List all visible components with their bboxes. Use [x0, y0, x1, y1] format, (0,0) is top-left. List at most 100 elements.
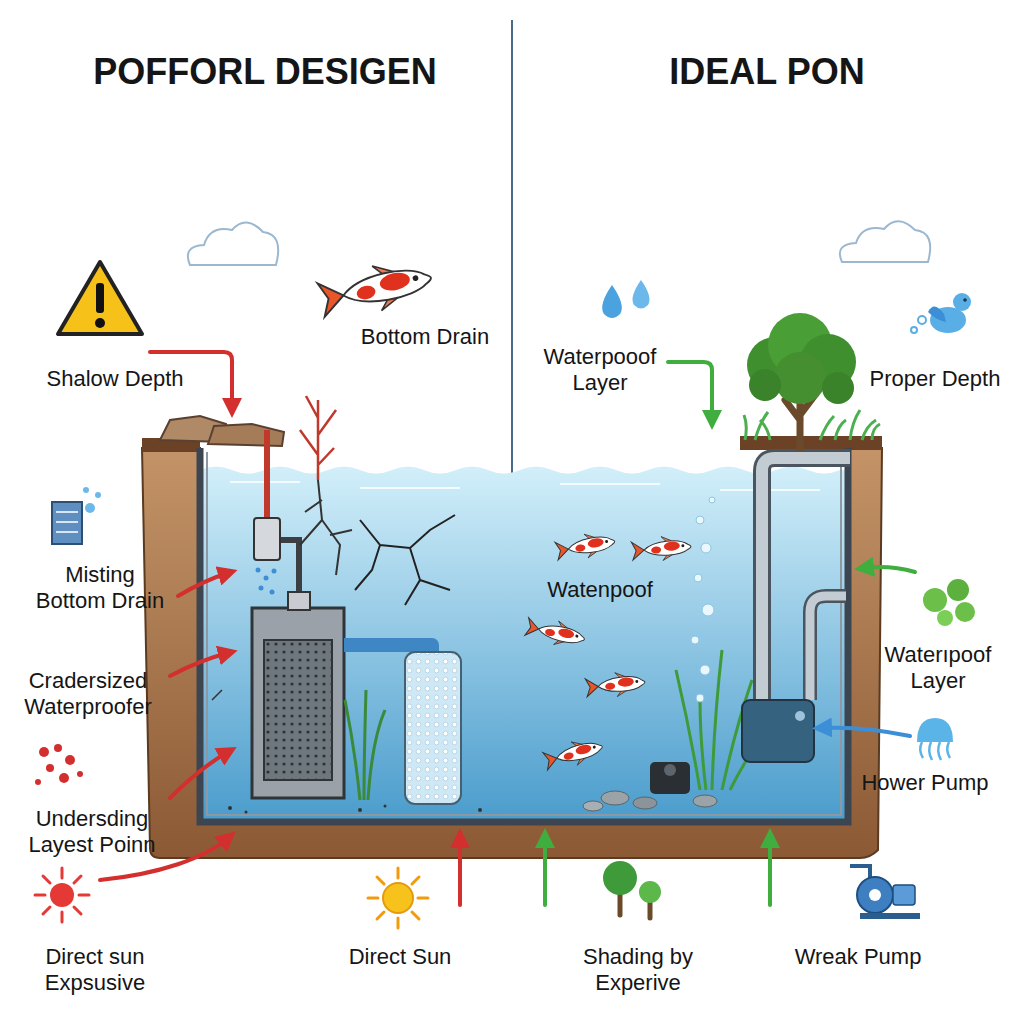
pond-plant [345, 690, 385, 800]
algae-icon [77, 771, 83, 777]
lily-pad-icon [923, 588, 947, 612]
koi-fish [631, 534, 692, 563]
filter-icon [95, 492, 101, 498]
dead-plant [300, 396, 336, 480]
filter-icon [85, 503, 95, 513]
jellyfish-icon [920, 742, 950, 760]
edge-stones [208, 424, 284, 446]
problem-arrow [458, 838, 462, 905]
pump-icon [857, 877, 893, 913]
liner-cracks [355, 515, 455, 605]
pump-pipes [810, 596, 846, 700]
pump-pipes [795, 711, 805, 721]
air-bubbles [694, 574, 702, 582]
pump-pipes [762, 458, 850, 700]
air-bubbles [701, 543, 711, 553]
callout-label: Undersding Layest Poinn [22, 806, 162, 859]
soil-bank [142, 436, 882, 858]
sun-icon [383, 883, 413, 913]
bottom-drain-pipe [270, 590, 275, 595]
jellyfish-icon [917, 718, 953, 742]
pond-water [200, 467, 848, 823]
air-bubbles [691, 636, 699, 644]
bird-icon [963, 298, 967, 302]
cloud [188, 222, 278, 265]
lily-pad-icon [937, 610, 953, 626]
algae-icon [59, 773, 69, 783]
koi-fish [554, 529, 616, 563]
pond-liner [200, 448, 848, 822]
jellyfish-icon [917, 718, 953, 760]
pond-liner [207, 452, 841, 815]
filter-icon [52, 487, 101, 544]
solution-arrow [543, 838, 547, 905]
koi-fish [316, 255, 435, 323]
pond-water [200, 467, 848, 823]
pump-pipes [650, 762, 690, 794]
bank-grass [744, 410, 880, 440]
pump-icon [850, 866, 870, 878]
pump-arrow [822, 728, 910, 736]
dead-plant [300, 480, 352, 575]
water-drop-icon [633, 280, 650, 309]
algae-icon [39, 747, 49, 757]
koi-fish [524, 615, 587, 651]
pump-icon [860, 913, 920, 919]
algae-icon [65, 755, 75, 765]
callout-label: Direct sun Expsusive [20, 944, 170, 997]
filter-housing [264, 640, 332, 780]
koi-fish [524, 529, 692, 773]
bank-tree [774, 352, 826, 404]
dead-plant [300, 396, 352, 575]
air-bubbles [691, 497, 715, 702]
filter-housing [252, 608, 344, 798]
algae-icon [54, 744, 62, 752]
algae-icon [35, 744, 83, 785]
pump-icon [869, 889, 881, 901]
solution-arrow [545, 362, 915, 905]
cloud [840, 221, 930, 262]
panel-heading: IDEAL PON [607, 50, 927, 93]
filter-housing [252, 592, 461, 804]
air-bubbles [700, 665, 710, 675]
koi-fish [316, 255, 435, 323]
callout-label: Wreak Pump [778, 944, 938, 970]
warning-sign [58, 262, 142, 334]
bottom-drain-pipe [280, 540, 299, 594]
bank-tree [749, 369, 781, 401]
bird-icon [928, 306, 946, 322]
water-drop-icon [602, 280, 649, 318]
warning-sign [58, 262, 142, 334]
koi-fish [542, 734, 605, 772]
sediment [358, 808, 362, 812]
air-bubbles [696, 516, 704, 524]
soil-bank [740, 436, 882, 450]
callout-label: Direct Sun [320, 944, 480, 970]
shade-tree-icon [603, 861, 637, 895]
callout-label: Watenpoof [530, 577, 670, 603]
pond-liner [200, 448, 848, 822]
pump-pipes [650, 458, 850, 794]
cloud [188, 221, 930, 265]
air-bubbles [702, 604, 714, 616]
water-drop-icon [602, 285, 622, 318]
callout-label: Bottom Drain [335, 324, 515, 350]
callout-label: Waterpooof Layer [533, 344, 668, 397]
problem-arrow [100, 352, 460, 905]
sediment [245, 811, 248, 814]
lily-pad-icon [923, 579, 975, 626]
pond-plant [345, 650, 760, 800]
panel-heading: POFFORL DESIGEN [35, 50, 495, 93]
pump-pipes [762, 458, 850, 700]
pump-pipes [742, 700, 814, 762]
solution-arrow [768, 838, 772, 905]
bottom-drain-pipe [254, 518, 280, 560]
sun-icon [50, 883, 74, 907]
filter-housing [288, 592, 310, 610]
pond-stones [693, 795, 717, 807]
warning-sign [96, 283, 104, 313]
filter-housing [405, 652, 461, 804]
bottom-drain-pipe [272, 569, 277, 574]
bird-icon [911, 293, 971, 333]
